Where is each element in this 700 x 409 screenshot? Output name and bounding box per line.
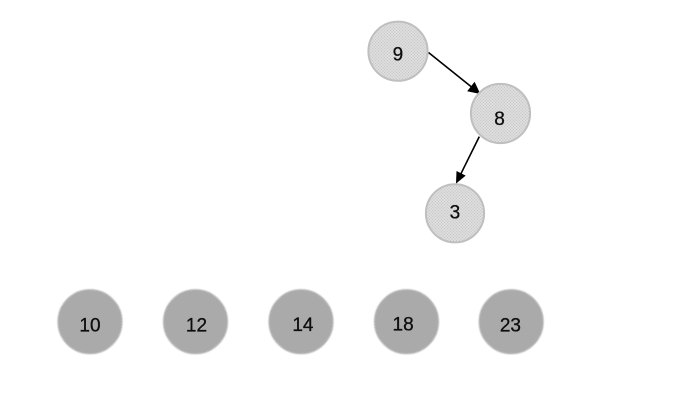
svg-text:12: 12 <box>186 316 207 337</box>
svg-text:10: 10 <box>79 316 100 337</box>
svg-text:14: 14 <box>292 315 314 336</box>
svg-text:3: 3 <box>450 203 461 224</box>
svg-text:8: 8 <box>494 109 505 130</box>
svg-text:9: 9 <box>393 44 404 65</box>
svg-text:23: 23 <box>500 316 521 337</box>
svg-text:18: 18 <box>393 315 414 336</box>
